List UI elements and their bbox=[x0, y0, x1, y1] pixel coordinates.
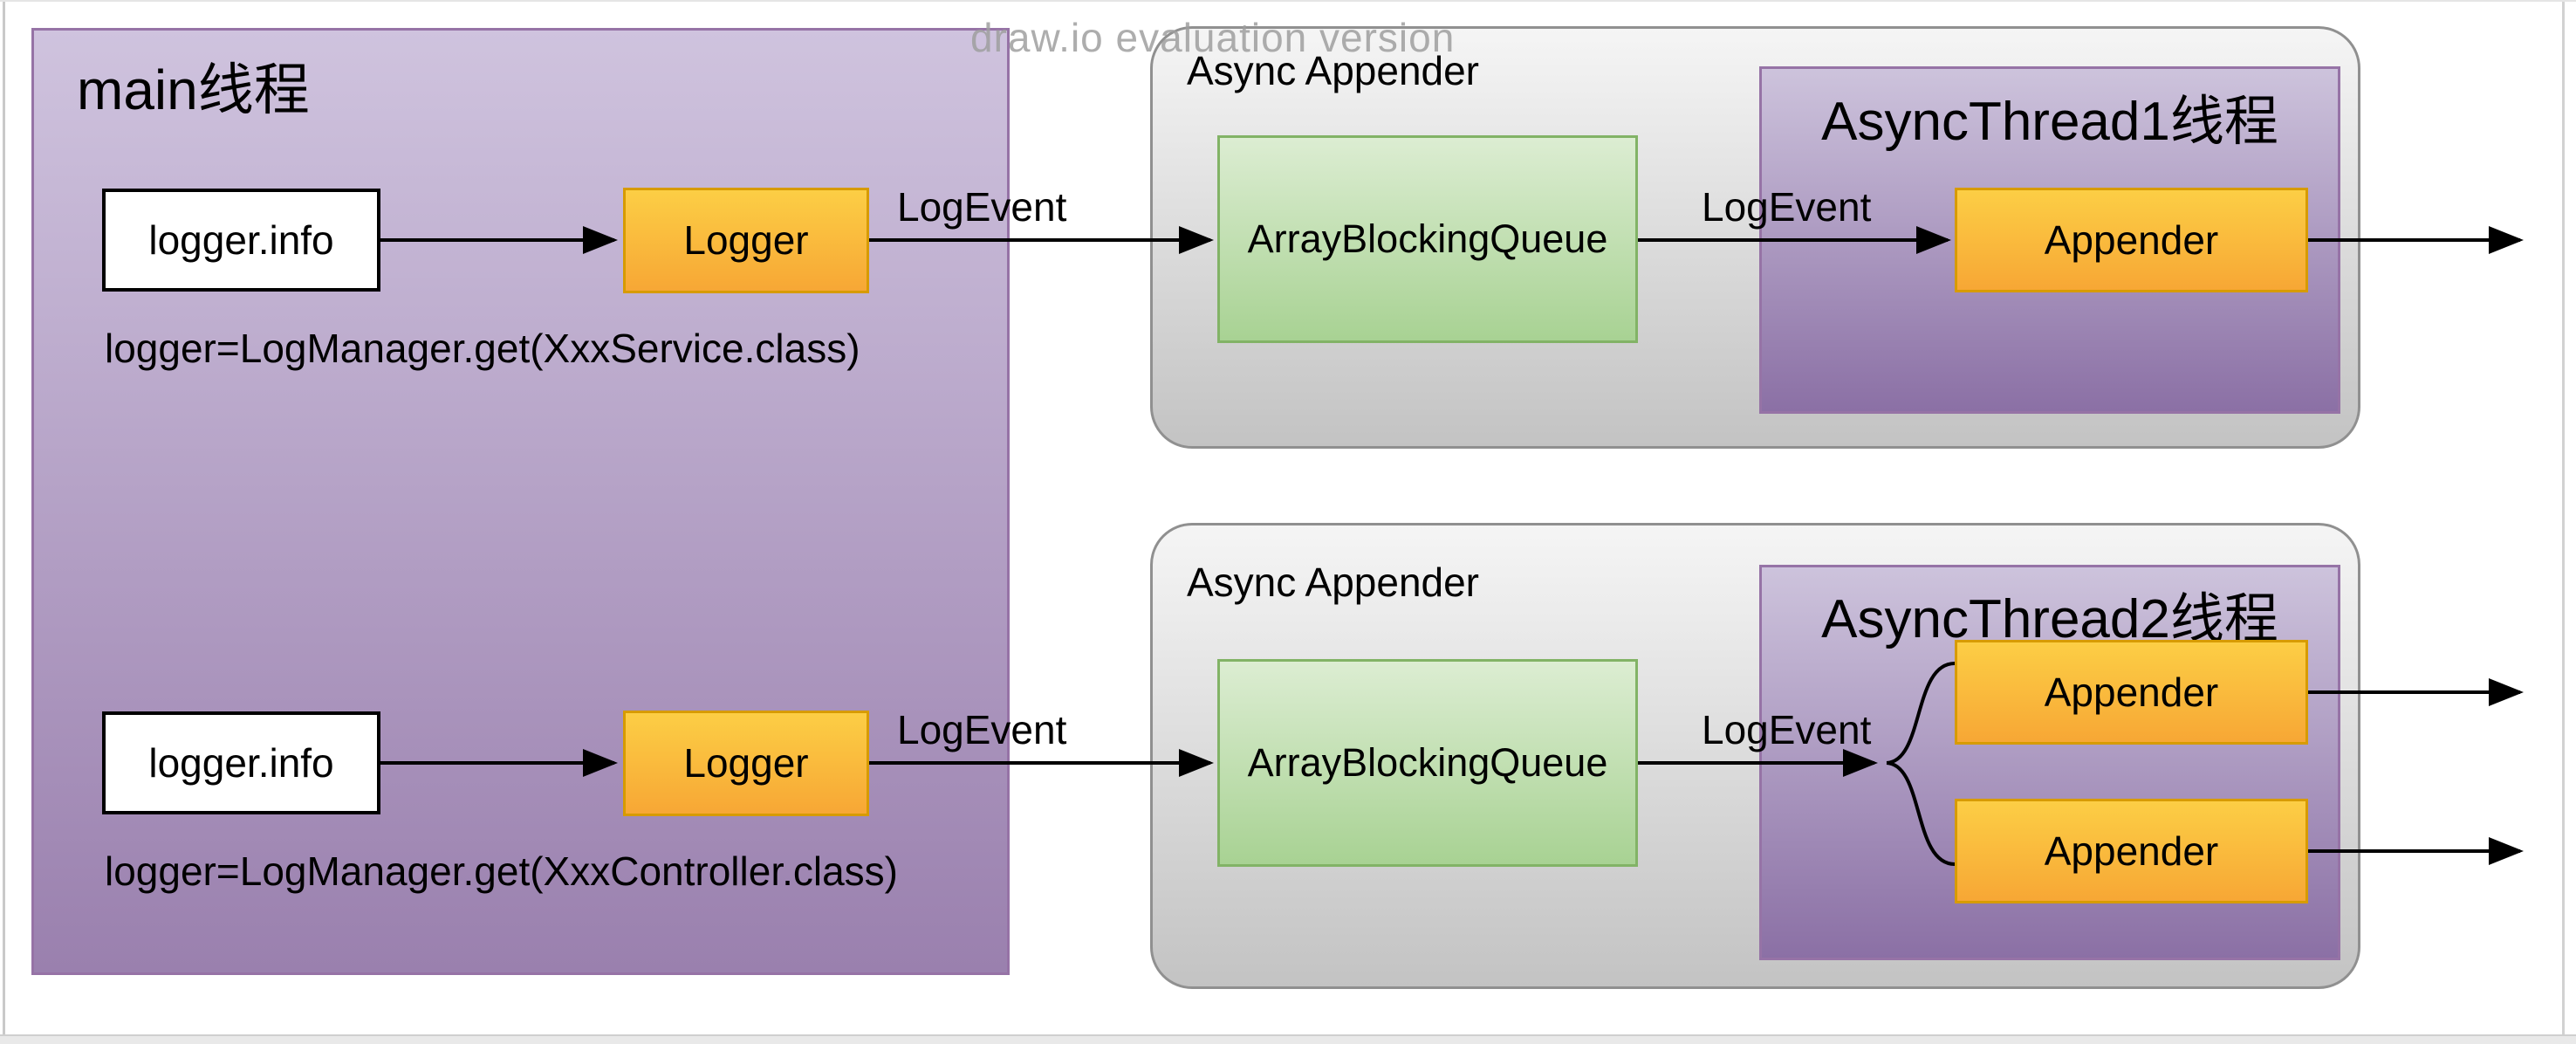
async-thread2-title: AsyncThread2线程 bbox=[1821, 589, 2278, 649]
logger-label-2: Logger bbox=[683, 740, 809, 786]
appender-label-2a: Appender bbox=[2044, 669, 2219, 715]
log-event-label-3: LogEvent bbox=[897, 707, 1067, 752]
main-thread-box[interactable] bbox=[31, 28, 1010, 975]
canvas-top-edge bbox=[0, 0, 2576, 2]
array-blocking-queue-2[interactable]: ArrayBlockingQueue bbox=[1217, 659, 1638, 867]
logger-info-label-2: logger.info bbox=[148, 739, 334, 786]
appender-label-1: Appender bbox=[2044, 216, 2219, 263]
fork-branch-upper[interactable] bbox=[1886, 662, 1956, 765]
appender-box-1[interactable]: Appender bbox=[1955, 188, 2308, 292]
array-blocking-queue-label-2: ArrayBlockingQueue bbox=[1247, 740, 1608, 786]
logmanager-note-controller: logger=LogManager.get(XxxController.clas… bbox=[105, 848, 898, 894]
horizontal-scrollbar[interactable] bbox=[0, 1034, 2576, 1044]
async-appender-label-2: Async Appender bbox=[1187, 560, 1480, 605]
canvas-right-edge bbox=[2562, 0, 2565, 1037]
logger-info-label-1: logger.info bbox=[148, 216, 334, 263]
appender-label-2b: Appender bbox=[2044, 828, 2219, 874]
logmanager-note-service: logger=LogManager.get(XxxService.class) bbox=[105, 326, 860, 371]
logger-label-1: Logger bbox=[683, 217, 809, 264]
canvas-left-edge bbox=[3, 0, 5, 1037]
log-event-label-1: LogEvent bbox=[897, 184, 1067, 230]
main-thread-title: main线程 bbox=[77, 58, 310, 121]
array-blocking-queue-label-1: ArrayBlockingQueue bbox=[1247, 216, 1608, 262]
logger-box-2[interactable]: Logger bbox=[623, 711, 869, 816]
async-thread1-title: AsyncThread1线程 bbox=[1821, 92, 2278, 152]
logger-info-box-1[interactable]: logger.info bbox=[102, 189, 380, 292]
drawio-watermark: draw.io evaluation version bbox=[970, 15, 1456, 60]
fork-branch-lower[interactable] bbox=[1886, 761, 1956, 866]
log-event-label-2: LogEvent bbox=[1702, 184, 1872, 230]
appender-box-2b[interactable]: Appender bbox=[1955, 799, 2308, 903]
logger-box-1[interactable]: Logger bbox=[623, 188, 869, 293]
log-event-label-4: LogEvent bbox=[1702, 707, 1872, 752]
array-blocking-queue-1[interactable]: ArrayBlockingQueue bbox=[1217, 135, 1638, 343]
async-appender-label-1: Async Appender bbox=[1187, 48, 1480, 93]
appender-box-2a[interactable]: Appender bbox=[1955, 640, 2308, 745]
logger-info-box-2[interactable]: logger.info bbox=[102, 711, 380, 814]
